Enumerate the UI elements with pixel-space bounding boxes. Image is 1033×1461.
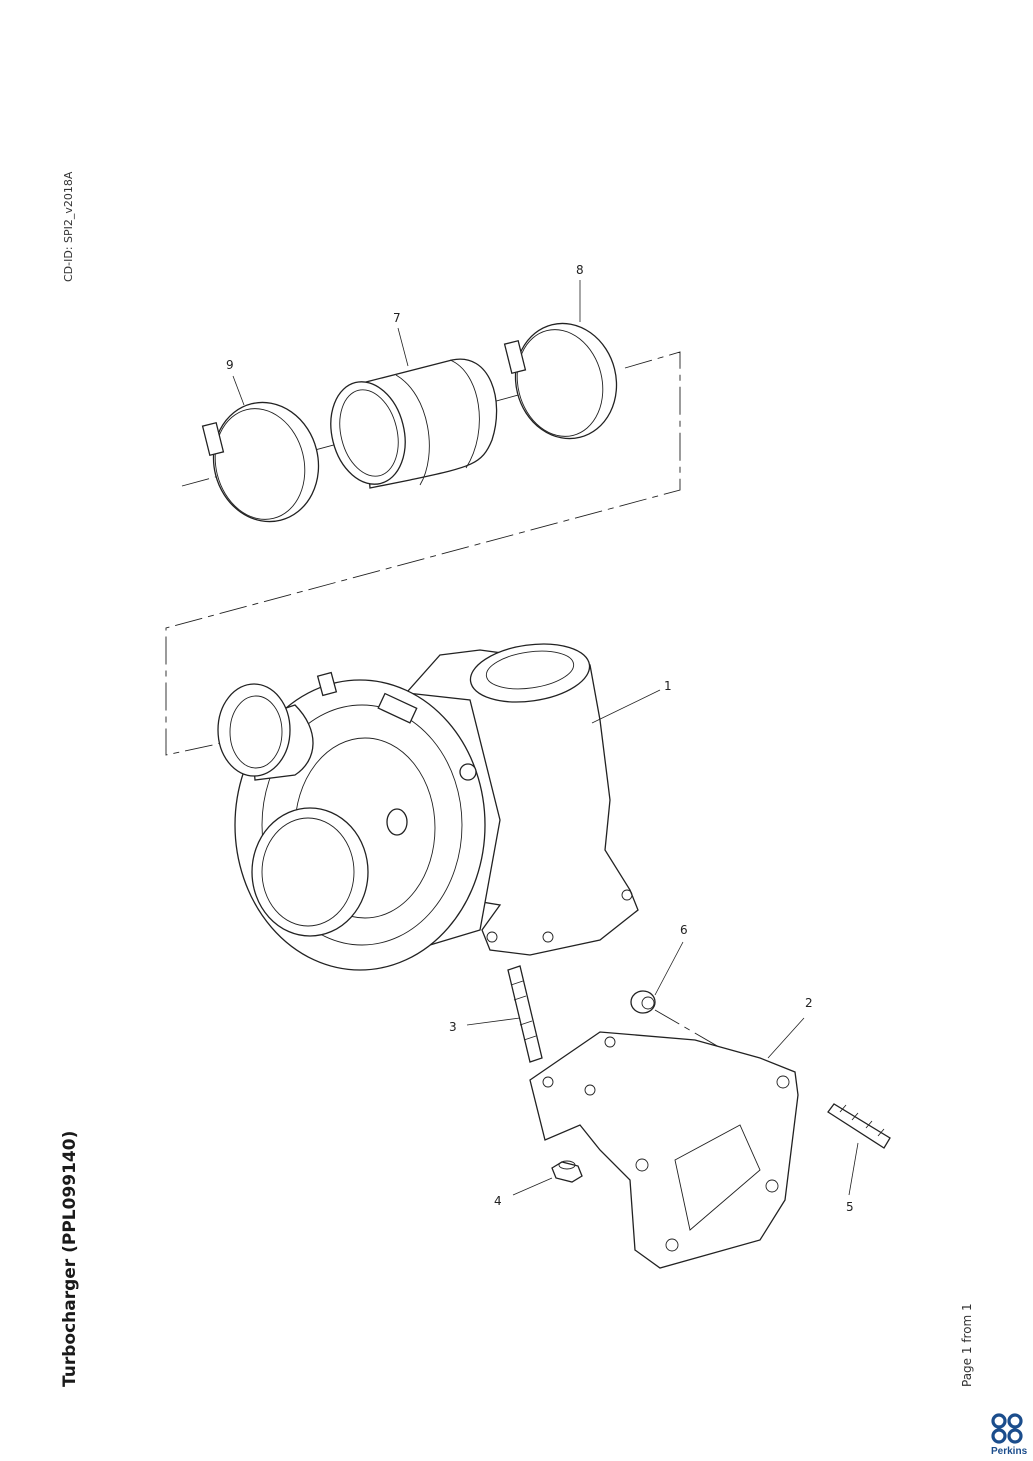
- centerline-nut-6: [654, 1009, 751, 1066]
- nut-part-4: [551, 1160, 583, 1183]
- page-info: Page 1 from 1: [960, 1303, 974, 1387]
- callout-7: 7: [393, 311, 401, 325]
- callout-6: 6: [680, 923, 688, 937]
- nut-part-6: [630, 990, 656, 1014]
- perkins-logo-icon: [991, 1413, 1023, 1444]
- stud-part-3: [507, 965, 543, 1063]
- hose-part-7: [330, 358, 498, 489]
- callout-8: 8: [576, 263, 584, 277]
- document-title: Turbocharger (PPL099140): [60, 1130, 80, 1387]
- clamp-part-8: [503, 322, 618, 440]
- clamp-part-9: [201, 401, 320, 523]
- stud-part-5: [827, 1103, 891, 1149]
- assembly-path-line: [165, 351, 681, 756]
- callout-2: 2: [805, 996, 813, 1010]
- leader-lines: [232, 280, 859, 1196]
- cd-id-label: CD-ID: SPI2_v2018A: [62, 171, 75, 282]
- callout-3: 3: [449, 1020, 457, 1034]
- brand-name: Perkins: [991, 1446, 1028, 1457]
- adapter-part-2: [529, 1031, 799, 1269]
- callout-1: 1: [664, 679, 672, 693]
- turbocharger-part-1: [217, 643, 639, 971]
- callout-9: 9: [226, 358, 234, 372]
- callout-4: 4: [494, 1194, 502, 1208]
- callout-5: 5: [846, 1200, 854, 1214]
